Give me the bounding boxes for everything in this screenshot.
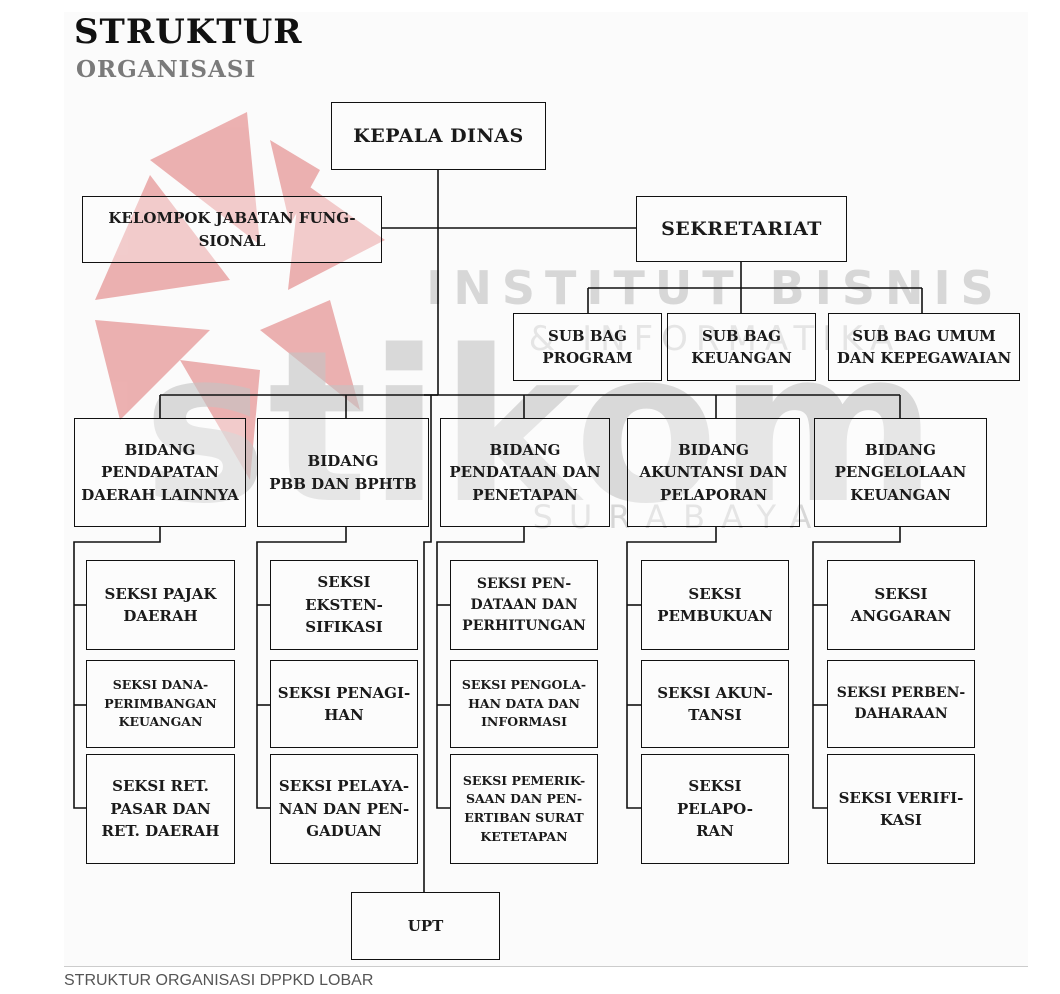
- seksi-box: SEKSI PENGOLA- HAN DATA DAN INFORMASI: [450, 660, 598, 748]
- seksi-box: SEKSI PENAGI- HAN: [270, 660, 418, 748]
- seksi-box: SEKSI DANA- PERIMBANGAN KEUANGAN: [86, 660, 235, 748]
- caption-divider: [64, 966, 1028, 967]
- seksi-box: SEKSI ANGGARAN: [827, 560, 975, 650]
- seksi-box: SEKSI EKSTEN- SIFIKASI: [270, 560, 418, 650]
- seksi-box: SEKSI PEMBUKUAN: [641, 560, 789, 650]
- chart-title: STRUKTUR: [74, 12, 303, 52]
- bidang-box: BIDANG PENGELOLAAN KEUANGAN: [814, 418, 987, 527]
- bidang-box: BIDANG PENDATAAN DAN PENETAPAN: [440, 418, 610, 527]
- seksi-box: SEKSI PAJAK DAERAH: [86, 560, 235, 650]
- seksi-box: SEKSI PELAYA- NAN DAN PEN- GADUAN: [270, 754, 418, 864]
- chart-subtitle: ORGANISASI: [76, 56, 257, 83]
- seksi-box: SEKSI PEN- DATAAN DAN PERHITUNGAN: [450, 560, 598, 650]
- seksi-box: SEKSI PELAPO- RAN: [641, 754, 789, 864]
- subbag-box: SUB BAG KEUANGAN: [667, 313, 816, 381]
- upt-box: UPT: [351, 892, 500, 960]
- kepala-dinas-box: KEPALA DINAS: [331, 102, 546, 170]
- seksi-box: SEKSI RET. PASAR DAN RET. DAERAH: [86, 754, 235, 864]
- bidang-box: BIDANG AKUNTANSI DAN PELAPORAN: [627, 418, 800, 527]
- bidang-box: BIDANG PENDAPATAN DAERAH LAINNYA: [74, 418, 246, 527]
- seksi-box: SEKSI VERIFI- KASI: [827, 754, 975, 864]
- sekretariat-box: SEKRETARIAT: [636, 196, 847, 262]
- seksi-box: SEKSI PERBEN- DAHARAAN: [827, 660, 975, 748]
- fungsional-box: KELOMPOK JABATAN FUNG- SIONAL: [82, 196, 382, 263]
- seksi-box: SEKSI PEMERIK- SAAN DAN PEN- ERTIBAN SUR…: [450, 754, 598, 864]
- bidang-box: BIDANG PBB DAN BPHTB: [257, 418, 429, 527]
- figure-caption: STRUKTUR ORGANISASI DPPKD LOBAR: [64, 972, 374, 989]
- seksi-box: SEKSI AKUN- TANSI: [641, 660, 789, 748]
- subbag-box: SUB BAG UMUM DAN KEPEGAWAIAN: [828, 313, 1020, 381]
- subbag-box: SUB BAG PROGRAM: [513, 313, 662, 381]
